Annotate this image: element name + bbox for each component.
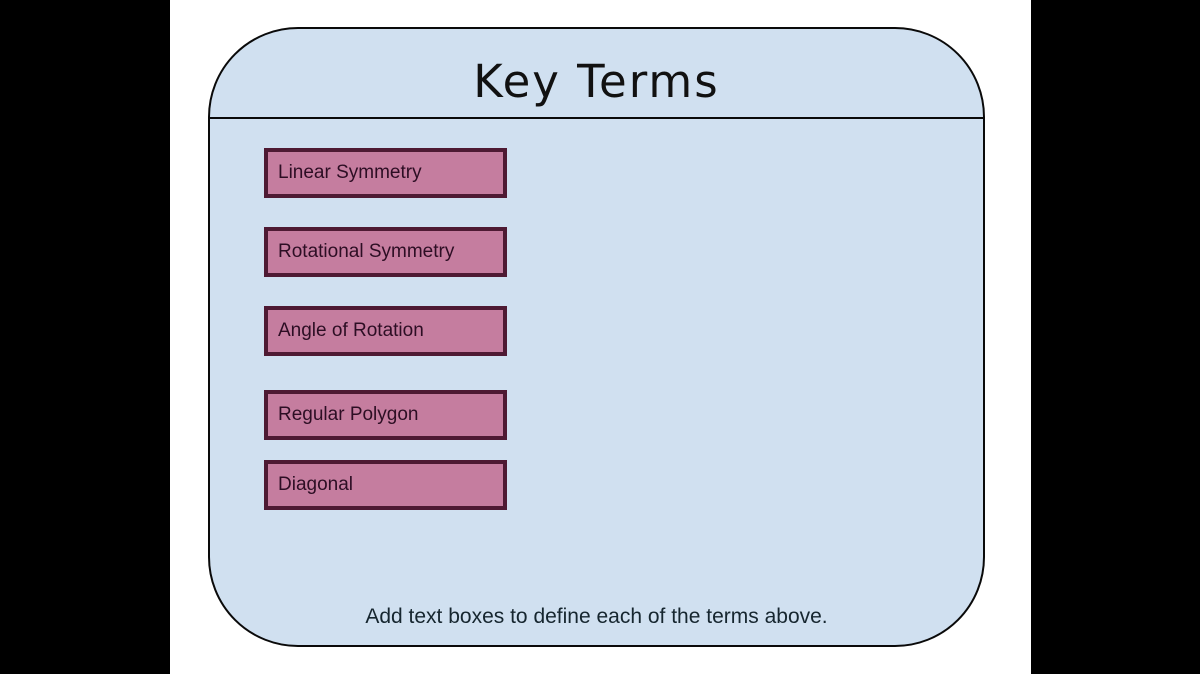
card-body: Linear Symmetry Rotational Symmetry Angl… (210, 121, 983, 645)
letterbox-right (1031, 0, 1200, 674)
term-box-linear-symmetry[interactable]: Linear Symmetry (264, 148, 507, 198)
term-label: Angle of Rotation (278, 320, 424, 341)
page-title: Key Terms (473, 54, 720, 108)
term-box-regular-polygon[interactable]: Regular Polygon (264, 390, 507, 440)
term-box-diagonal[interactable]: Diagonal (264, 460, 507, 510)
term-label: Rotational Symmetry (278, 241, 455, 262)
term-label: Linear Symmetry (278, 162, 422, 183)
term-box-angle-of-rotation[interactable]: Angle of Rotation (264, 306, 507, 356)
term-label: Regular Polygon (278, 404, 419, 425)
key-terms-card: Key Terms Linear Symmetry Rotational Sym… (208, 27, 985, 647)
term-box-rotational-symmetry[interactable]: Rotational Symmetry (264, 227, 507, 277)
card-header: Key Terms (210, 29, 983, 119)
instruction-text: Add text boxes to define each of the ter… (365, 605, 828, 628)
letterbox-left (0, 0, 170, 674)
term-label: Diagonal (278, 474, 353, 495)
